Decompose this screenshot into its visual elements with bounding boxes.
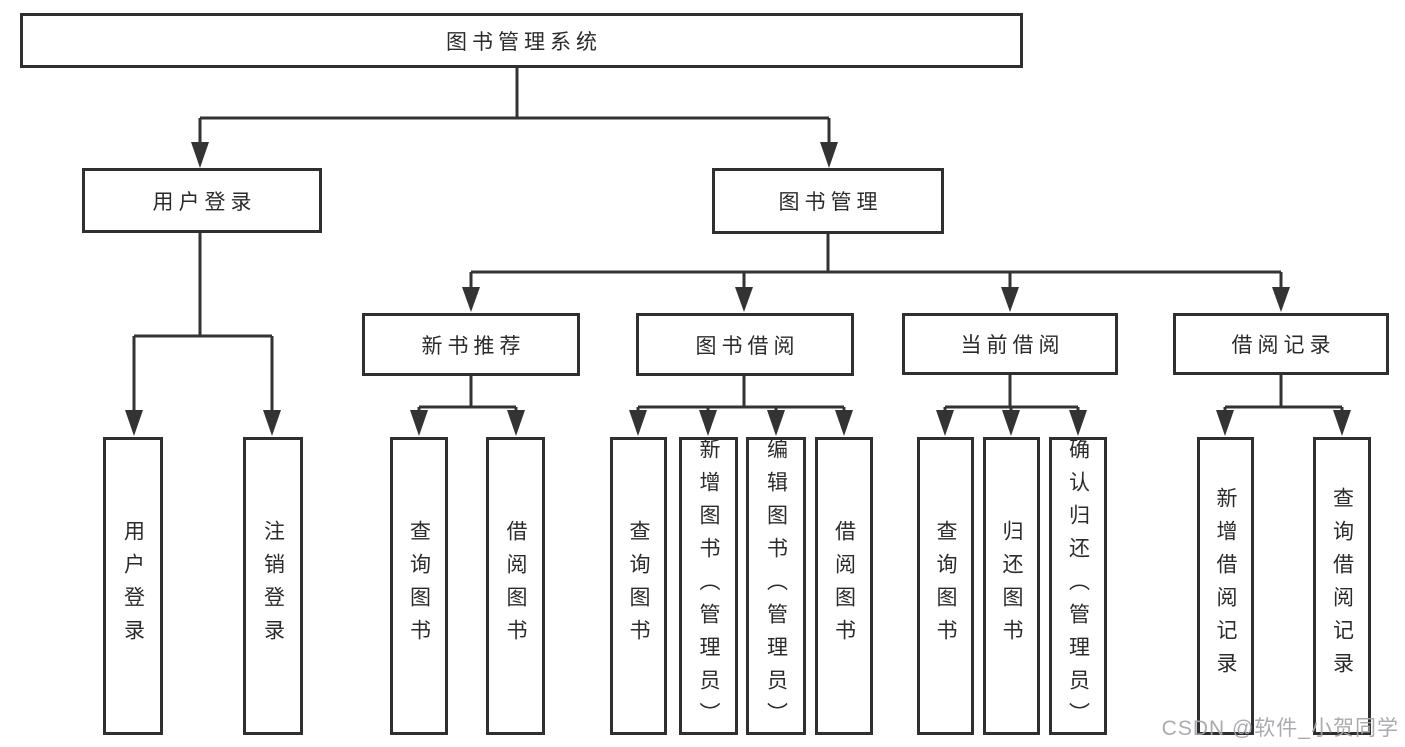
node-query-books-borrowing: 查询图书	[610, 437, 667, 735]
arrowhead	[1333, 410, 1351, 436]
node-query-books-recommend: 查询图书	[390, 437, 448, 735]
arrowhead	[1272, 287, 1290, 312]
arrowhead	[820, 142, 838, 168]
arrowhead	[507, 410, 525, 436]
node-borrow-books-recommend: 借阅图书	[486, 437, 545, 735]
node-query-books-current: 查询图书	[917, 437, 974, 735]
node-library-system: 图书管理系统	[20, 13, 1023, 68]
arrowhead	[629, 410, 647, 436]
node-book-management: 图书管理	[712, 168, 944, 234]
arrowhead	[1002, 410, 1020, 436]
node-borrowing-records: 借阅记录	[1173, 313, 1389, 375]
node-add-borrow-record: 新增借阅记录	[1197, 437, 1254, 735]
arrowhead	[1001, 287, 1019, 312]
node-logout: 注销登录	[243, 437, 303, 735]
arrowhead	[1069, 410, 1087, 436]
node-query-borrow-record: 查询借阅记录	[1313, 437, 1371, 735]
node-borrow-books-leaf: 借阅图书	[815, 437, 873, 735]
node-user-login: 用户登录	[82, 168, 322, 233]
arrowhead	[735, 287, 753, 312]
node-confirm-return-admin: 确认归还（管理员）	[1049, 437, 1107, 735]
arrowhead	[263, 410, 281, 436]
arrowhead	[936, 410, 954, 436]
node-new-book-recommend: 新书推荐	[362, 313, 580, 376]
arrowhead	[191, 142, 209, 168]
arrowhead	[1216, 410, 1234, 436]
node-return-books: 归还图书	[983, 437, 1040, 735]
arrowhead	[410, 410, 428, 436]
arrowhead	[462, 287, 480, 312]
node-user-login-leaf: 用户登录	[103, 437, 163, 735]
node-current-borrowing: 当前借阅	[902, 313, 1118, 375]
watermark: CSDN @软件_小贺同学	[1161, 717, 1399, 740]
arrowhead	[767, 410, 785, 436]
node-edit-book-admin: 编辑图书（管理员）	[746, 437, 806, 735]
node-book-borrowing: 图书借阅	[636, 313, 854, 376]
node-add-book-admin: 新增图书（管理员）	[679, 437, 738, 735]
arrowhead	[125, 410, 143, 436]
arrowhead	[835, 410, 853, 436]
arrowhead	[699, 410, 717, 436]
